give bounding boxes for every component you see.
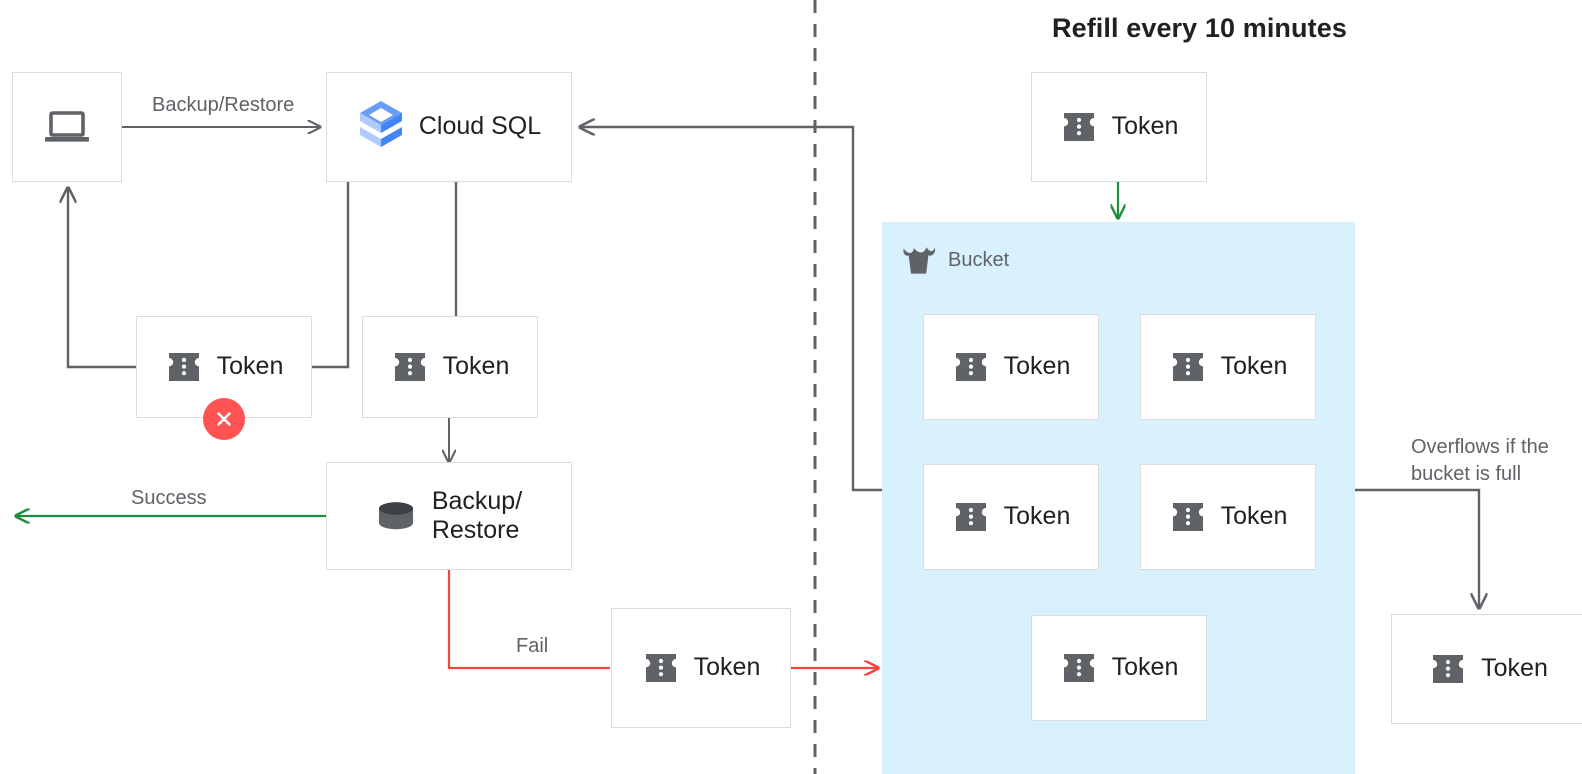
cloud-sql-icon <box>357 100 405 154</box>
token-icon <box>1429 654 1467 684</box>
bucket-token-label: Token <box>1220 502 1288 531</box>
bucket-token-5[interactable]: Token <box>1031 615 1207 721</box>
token-request-label: Token <box>442 352 510 381</box>
token-refill-label: Token <box>1111 112 1179 141</box>
cloud-sql-label: Cloud SQL <box>418 112 542 141</box>
token-icon <box>165 352 203 382</box>
edge-bucket-to-cloudsql <box>580 127 882 492</box>
edge-token-to-client <box>68 188 136 369</box>
database-icon <box>376 499 416 533</box>
node-backup-restore[interactable]: Backup/ Restore <box>326 462 572 570</box>
laptop-icon <box>44 109 90 145</box>
token-icon <box>642 653 680 683</box>
bucket-token-4[interactable]: Token <box>1140 464 1316 570</box>
edge-label-overflow: Overflows if the bucket is full <box>1411 436 1549 485</box>
bucket-label: Bucket <box>948 248 1010 271</box>
bucket-token-label: Token <box>1111 653 1179 682</box>
edge-label-fail: Fail <box>516 635 549 657</box>
token-icon <box>391 352 429 382</box>
edge-overflow-to-token <box>1355 488 1479 608</box>
backup-restore-label: Backup/ Restore <box>431 486 523 545</box>
bucket-header: Bucket <box>902 245 1009 275</box>
bucket-token-3[interactable]: Token <box>923 464 1099 570</box>
error-x-icon <box>203 398 245 440</box>
bucket-token-2[interactable]: Token <box>1140 314 1316 420</box>
token-fail-out-label: Token <box>693 653 761 682</box>
bucket-token-label: Token <box>1003 352 1071 381</box>
edge-label-backup-restore: Backup/Restore <box>152 94 295 116</box>
token-overflow-label: Token <box>1481 654 1548 683</box>
bucket-token-label: Token <box>1220 352 1288 381</box>
node-client[interactable] <box>12 72 122 182</box>
node-token-request[interactable]: Token <box>362 316 538 418</box>
bucket-icon <box>902 245 936 275</box>
token-icon <box>952 502 990 532</box>
token-icon <box>1060 112 1098 142</box>
node-cloud-sql[interactable]: Cloud SQL <box>326 72 572 182</box>
bucket-token-1[interactable]: Token <box>923 314 1099 420</box>
edge-label-success: Success <box>131 487 207 509</box>
node-token-fail-out[interactable]: Token <box>611 608 791 728</box>
page-title: Refill every 10 minutes <box>1052 13 1347 43</box>
token-icon <box>952 352 990 382</box>
edge-cloudsql-to-token-failed <box>312 182 350 369</box>
bucket-token-label: Token <box>1003 502 1071 531</box>
token-icon <box>1169 352 1207 382</box>
node-token-refill[interactable]: Token <box>1031 72 1207 182</box>
token-icon <box>1060 653 1098 683</box>
token-failed-label: Token <box>216 352 284 381</box>
token-icon <box>1169 502 1207 532</box>
node-token-overflow[interactable]: Token <box>1391 614 1582 724</box>
